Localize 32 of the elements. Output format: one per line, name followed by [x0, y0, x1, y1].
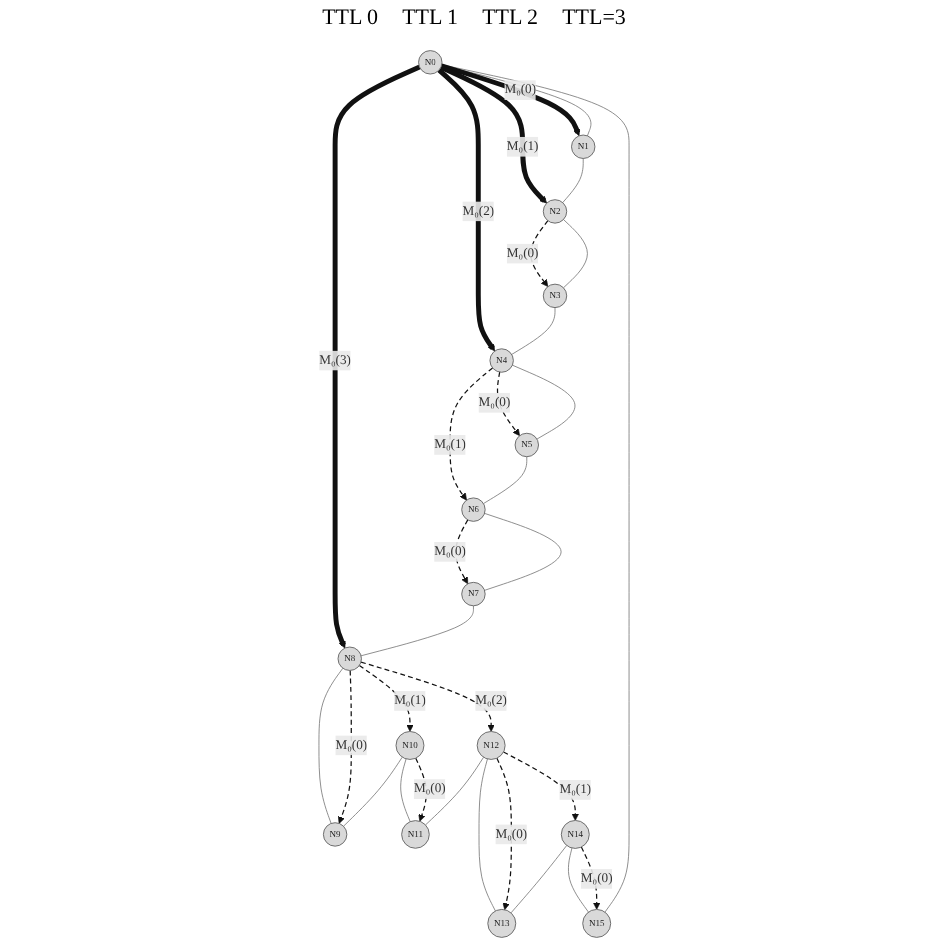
- connector: [441, 64, 630, 913]
- connector: [562, 158, 584, 203]
- arrow: [449, 367, 494, 501]
- connector: [568, 847, 589, 913]
- connector: [360, 605, 474, 657]
- arrow: [360, 661, 495, 732]
- connector: [425, 756, 484, 826]
- ttl-label: TTL 1: [402, 6, 459, 34]
- connector: [484, 512, 562, 591]
- arrow: [580, 846, 601, 910]
- arrow: [332, 64, 421, 649]
- arrow: [415, 757, 427, 822]
- ttl-label: TTL=3: [562, 6, 626, 34]
- arrow: [502, 751, 579, 821]
- connector: [512, 364, 576, 440]
- connector: [478, 758, 496, 912]
- arrow: [337, 669, 352, 824]
- connector: [511, 307, 556, 355]
- ttl-label: TTL 2: [482, 6, 539, 34]
- connector: [318, 667, 344, 824]
- connector: [563, 219, 588, 289]
- arrow: [530, 220, 549, 287]
- arrow: [496, 757, 512, 911]
- connector: [400, 758, 411, 823]
- connector: [343, 756, 403, 827]
- arrow: [496, 371, 520, 436]
- connector: [483, 456, 528, 504]
- ttl-label: TTL 0: [322, 6, 379, 34]
- arrow: [437, 68, 496, 352]
- arrow: [358, 664, 414, 732]
- arrow: [439, 64, 548, 204]
- connector: [510, 845, 568, 914]
